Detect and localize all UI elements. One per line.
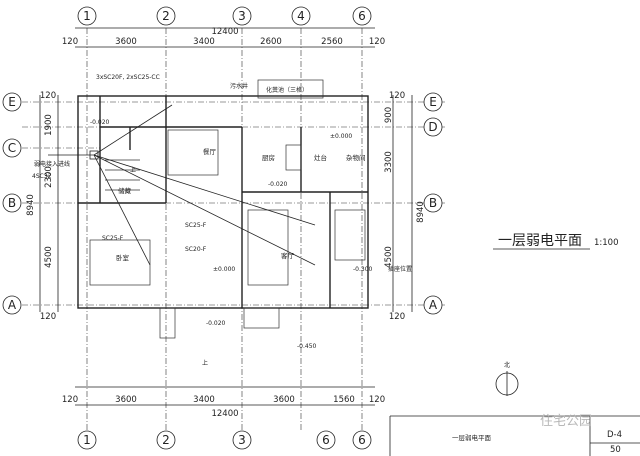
titleblock-number: 50 [610, 445, 621, 455]
drawing-title: 一层弱电平面 [498, 233, 582, 249]
axis-top-3: 3 [238, 9, 246, 23]
watermark: 住宅公园 [540, 414, 592, 429]
level-outside: -0.450 [297, 343, 317, 350]
annotation-sc20: SC20-F [185, 246, 207, 253]
axis-left-a: A [8, 298, 17, 312]
level-front: -0.020 [206, 320, 226, 327]
annotation-cable-top: 3xSC20F, 2xSC25-CC [96, 74, 160, 81]
dim-top-span-2: 3400 [193, 37, 215, 47]
cable-runs [48, 104, 316, 266]
dim-bottom-edge-right: 120 [369, 395, 385, 405]
level-right: -0.300 [353, 266, 373, 273]
dim-right-total: 8940 [416, 201, 426, 223]
dim-bottom-span-3: 3600 [273, 395, 295, 405]
titleblock-name: 一层弱电平面 [452, 433, 492, 442]
title-block [389, 415, 640, 456]
dim-left-span-3: 4500 [44, 246, 54, 268]
dim-bottom-total: 12400 [211, 409, 238, 419]
dim-left-total: 8940 [26, 194, 36, 216]
room-storage: 杂物间 [346, 153, 366, 162]
stair-up-front: 上 [202, 359, 208, 367]
north-arrow [495, 371, 519, 396]
dim-bottom-span-2: 3400 [193, 395, 215, 405]
north-label: 北 [504, 361, 510, 369]
drawing-scale: 1:100 [594, 238, 619, 248]
dim-left-edge-top: 120 [40, 91, 56, 101]
axis-left-e: E [8, 95, 16, 109]
annotation-cable-entry-pipe: 4SC32 [32, 173, 52, 180]
dim-left-span-1: 1900 [44, 114, 54, 136]
dim-top-span-3: 2600 [260, 37, 282, 47]
axis-bottom-3: 3 [238, 433, 246, 447]
dimension-lines [39, 27, 413, 406]
axis-top-4: 4 [297, 9, 305, 23]
dim-left-edge-bottom: 120 [40, 312, 56, 322]
axis-left-c: C [8, 141, 16, 155]
walls [77, 95, 369, 309]
dim-top-edge-right: 120 [369, 37, 385, 47]
axis-right-a: A [429, 298, 438, 312]
dim-right-span-2: 3300 [384, 151, 394, 173]
axis-top-6: 6 [358, 9, 366, 23]
level-wc: -0.020 [90, 119, 110, 126]
axis-right-d: D [428, 120, 437, 134]
dim-top-span-4: 2560 [321, 37, 343, 47]
axis-right-b: B [429, 196, 437, 210]
axis-bottom-6: 6 [358, 433, 366, 447]
titleblock-sheet: D-4 [607, 430, 622, 440]
dim-bottom-edge-left: 120 [62, 395, 78, 405]
axis-bubbles [2, 6, 443, 450]
room-kitchen: 厨房 [262, 153, 275, 162]
dim-bottom-span-4: 1560 [333, 395, 355, 405]
annotation-sc25-bed: SC25-F [102, 235, 124, 242]
room-stove: 灶台 [314, 153, 327, 162]
room-bedroom: 卧室 [116, 253, 130, 262]
dim-bottom-span-1: 3600 [115, 395, 137, 405]
axis-right-e: E [429, 95, 437, 109]
level-zero-living: ±0.000 [213, 266, 235, 273]
axis-top-2: 2 [162, 9, 170, 23]
annotation-box-location: 插座位置 [388, 265, 412, 273]
dim-left-span-2: 2300 [44, 166, 54, 188]
axis-bottom-5: 6 [322, 433, 330, 447]
axis-bottom-2: 2 [162, 433, 170, 447]
dim-top-total: 12400 [211, 27, 238, 37]
annotation-cable-entry: 弱电接入进线 [34, 160, 70, 168]
stair-up-inner: 上 [130, 166, 136, 174]
axis-top-1: 1 [83, 9, 91, 23]
furniture [89, 79, 366, 339]
annotation-septic: 化粪池（三格） [266, 86, 308, 94]
room-stair-storage: 储藏 [118, 186, 132, 195]
dim-right-span-3: 4500 [384, 246, 394, 268]
axis-left-b: B [8, 196, 16, 210]
axis-bottom-1: 1 [83, 433, 91, 447]
annotation-sc25: SC25-F [185, 222, 207, 229]
dim-top-edge-left: 120 [62, 37, 78, 47]
annotation-sewage: 污水井 [230, 82, 248, 90]
dim-right-span-1: 900 [384, 107, 394, 123]
dim-right-edge-top: 120 [389, 91, 405, 101]
level-zero-kitchen: ±0.000 [330, 133, 352, 140]
level-kitchen: -0.020 [268, 181, 288, 188]
dim-right-edge-bottom: 120 [389, 312, 405, 322]
room-living: 客厅 [281, 251, 295, 260]
room-dining: 餐厅 [203, 147, 217, 156]
dim-top-span-1: 3600 [115, 37, 137, 47]
